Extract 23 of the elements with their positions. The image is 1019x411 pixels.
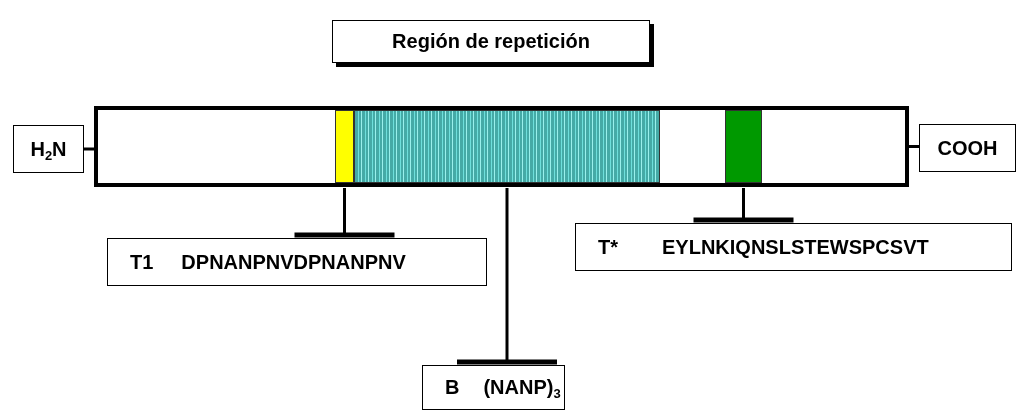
region-title: Región de repetición xyxy=(392,30,590,53)
t-bar-connector xyxy=(292,188,397,238)
t-bar-connector xyxy=(691,188,796,223)
terminus-label: COOH xyxy=(937,136,998,160)
epitope-box xyxy=(422,365,565,410)
connector-line xyxy=(84,147,94,151)
peptide-sequence: DPNANPNVDPNANPNV xyxy=(181,250,406,274)
epitope-name: T* xyxy=(598,235,618,259)
terminus-box xyxy=(919,124,1016,172)
epitope-box xyxy=(107,238,487,286)
t-bar-connector xyxy=(454,188,560,365)
protein-bar xyxy=(94,106,909,187)
epitope-segment xyxy=(335,110,354,183)
peptide-sequence: EYLNKIQNSLSTEWSPCSVT xyxy=(662,235,929,259)
epitope-name: B xyxy=(445,376,460,399)
repeat-region-segment xyxy=(354,110,660,183)
connector-line xyxy=(909,145,919,148)
terminus-label: H$_{2}$N xyxy=(30,137,67,161)
epitope-box xyxy=(575,223,1012,271)
epitope-name: T1 xyxy=(130,250,154,274)
peptide-sequence: (NANP)$_{3}$ xyxy=(483,376,561,399)
epitope-segment xyxy=(725,110,762,183)
terminus-box xyxy=(13,125,84,173)
